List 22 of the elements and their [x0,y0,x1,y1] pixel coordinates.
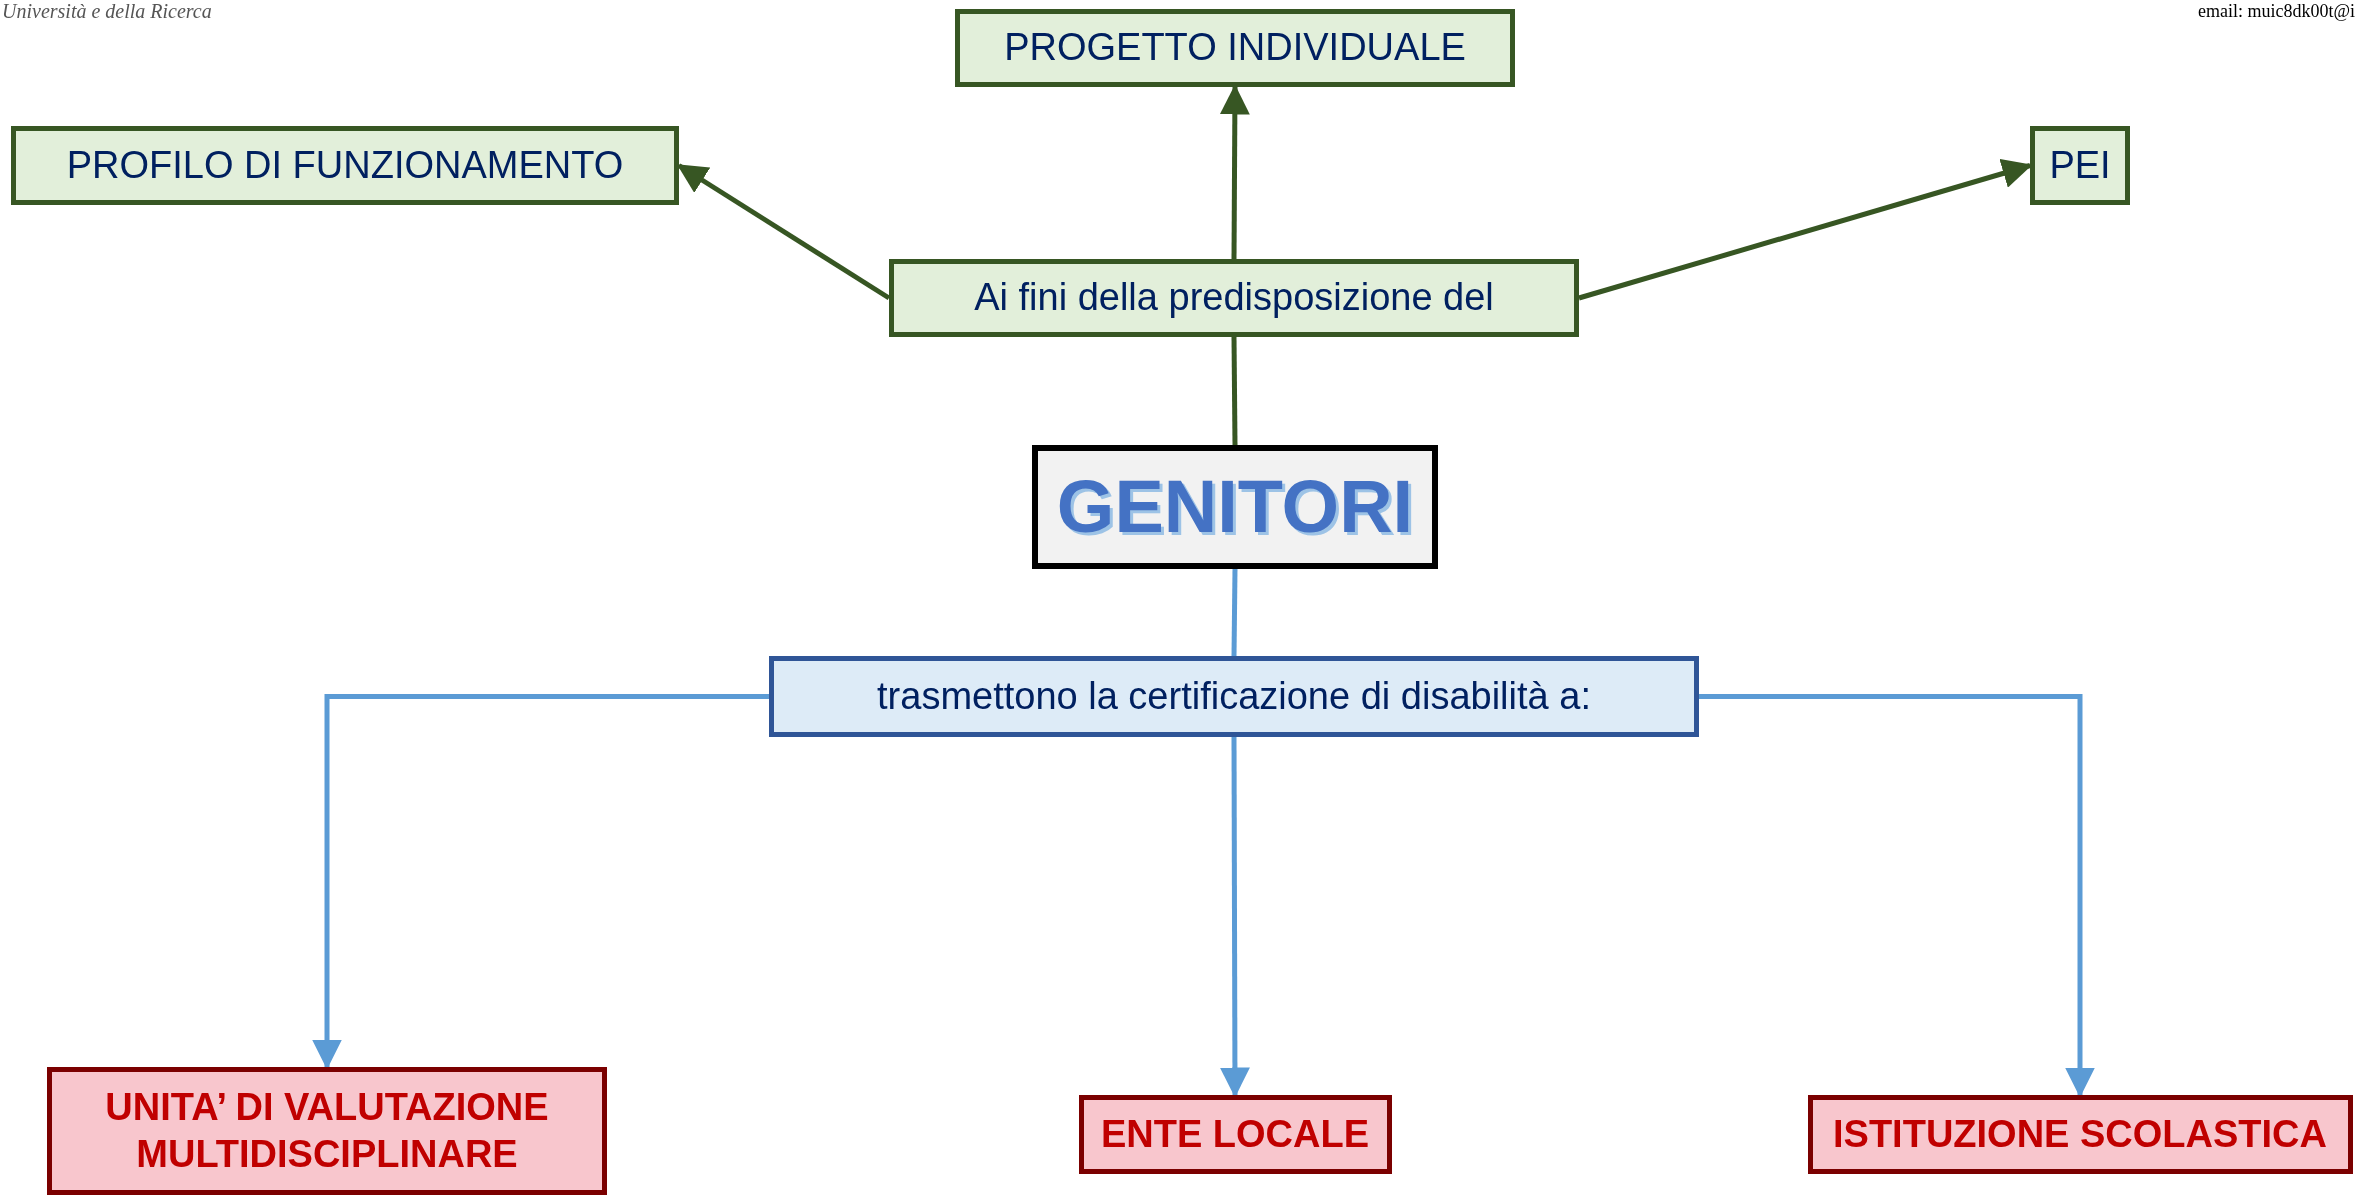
box-label: ENTE LOCALE [1100,1111,1370,1157]
connector-line [1231,336,1238,446]
box-label: PEI [2049,142,2111,188]
concept-box [2030,126,2130,205]
email-text: email: muic8dk00t@i [2197,0,2355,23]
concept-box [889,259,1579,337]
concept-box [11,126,679,205]
concept-box [1032,445,1438,569]
concept-box [47,1067,607,1195]
concept-box [1807,1095,2353,1174]
box-label: GENITORI [1056,463,1414,550]
box-label: PROGETTO INDIVIDUALE [1004,25,1466,71]
concept-box [955,9,1515,87]
connector-line [1231,568,1238,657]
concept-box [769,656,1699,737]
box-label: Ai fini della predisposizione del [974,275,1494,321]
header-text: Università e della Ricerca [2,0,212,24]
concept-box [1078,1095,1392,1174]
box-label: ISTITUZIONE SCOLASTICA [1833,1111,2327,1157]
box-label: PROFILO DI FUNZIONAMENTO [66,142,624,188]
box-label: UNITA’ DI VALUTAZIONE MULTIDISCIPLINARE [104,1084,550,1177]
box-label: trasmettono la certificazione di disabilità a: [877,673,1591,719]
